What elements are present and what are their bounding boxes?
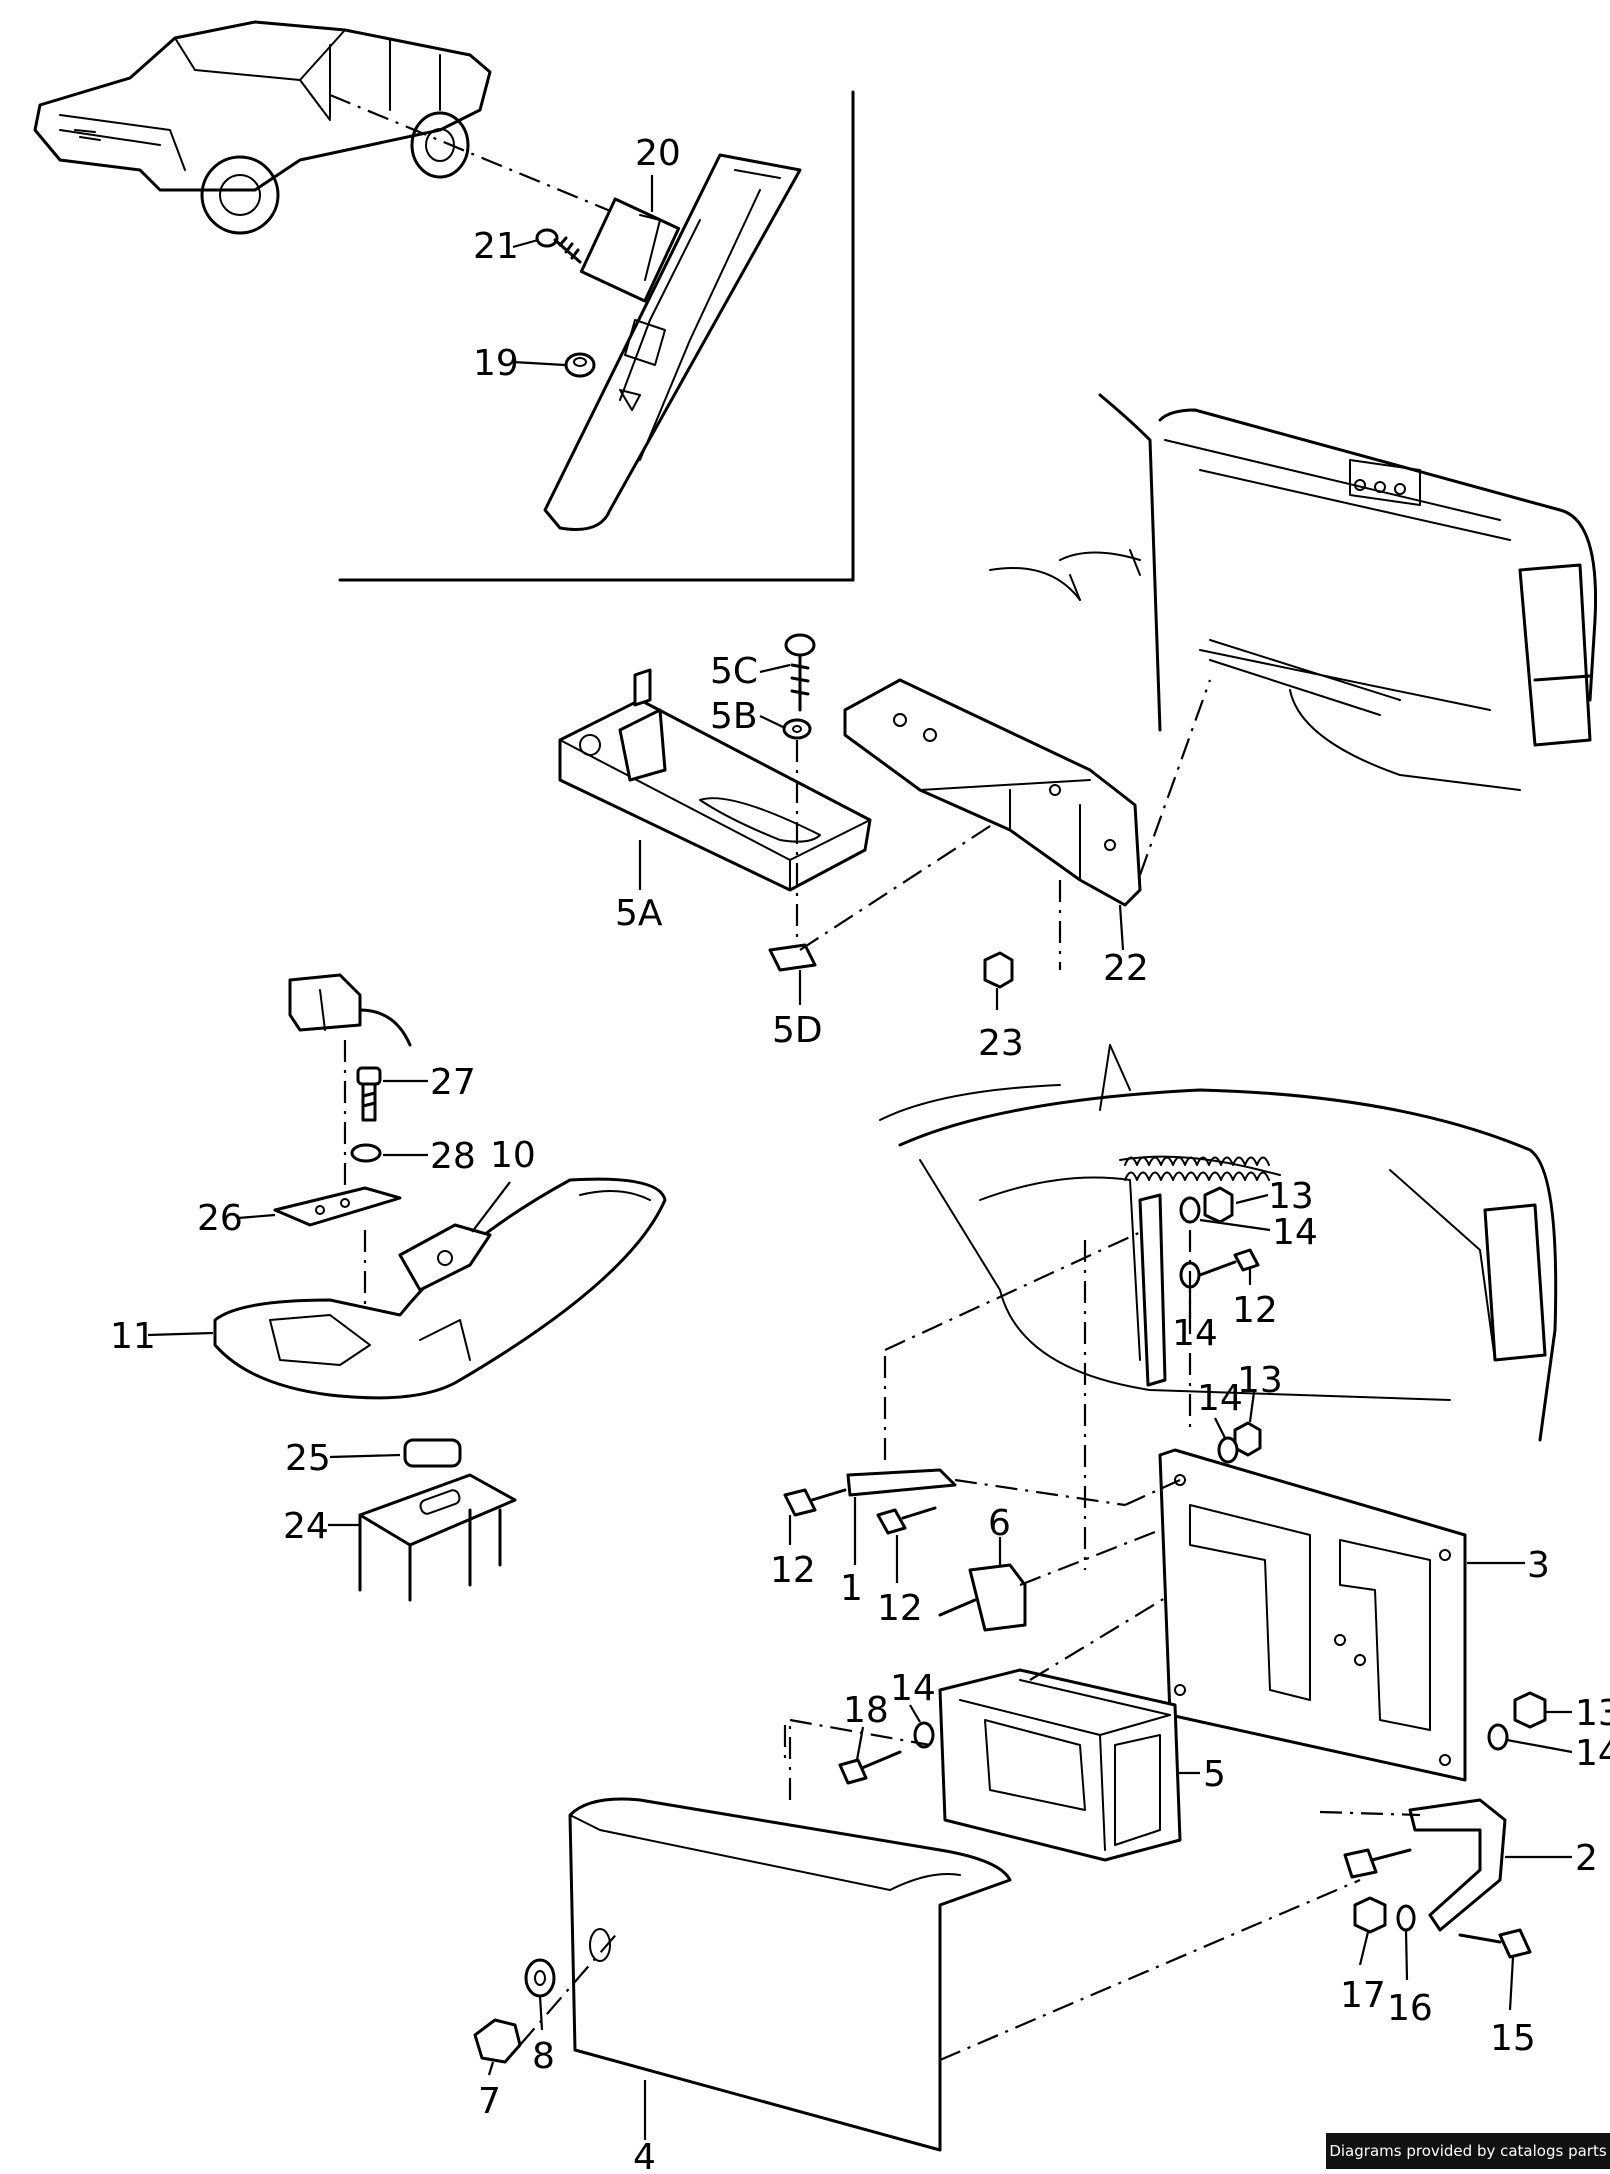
- callout-11: 11: [110, 1316, 156, 1357]
- knob-7-icon: [473, 2018, 522, 2064]
- callout-14-plate: 14: [1197, 1378, 1243, 1419]
- leader-lines: [147, 175, 1573, 2140]
- callout-22: 22: [1103, 948, 1149, 989]
- callout-25: 25: [285, 1438, 331, 1479]
- callout-26: 26: [197, 1198, 243, 1239]
- tray-5a-illustration: [558, 668, 872, 892]
- bumper-6-icon: [938, 1563, 1027, 1632]
- callout-2: 2: [1575, 1838, 1598, 1879]
- callout-20: 20: [635, 133, 681, 174]
- callout-21: 21: [473, 226, 519, 267]
- callout-13-plate: 13: [1237, 1360, 1283, 1401]
- callout-12-left: 12: [770, 1550, 816, 1591]
- bolt-18-icon: [838, 1750, 902, 1785]
- callout-6: 6: [988, 1503, 1011, 1544]
- armrest-11-illustration: [213, 1177, 667, 1400]
- callout-1: 1: [840, 1568, 863, 1609]
- bracket-2-illustration: [1408, 1798, 1507, 1932]
- credit-banner: Diagrams provided by catalogs parts: [1326, 2133, 1610, 2169]
- washer-8-icon: [524, 1958, 556, 1998]
- callout-28: 28: [430, 1136, 476, 1177]
- plate-26-illustration: [273, 1186, 402, 1227]
- callout-5c: 5C: [710, 651, 758, 692]
- callout-17: 17: [1340, 1975, 1386, 2016]
- grommet-19-icon: [564, 352, 596, 378]
- callout-27: 27: [430, 1062, 476, 1103]
- washer-5b-icon: [782, 718, 812, 740]
- bolt-12-icon: [783, 1248, 1260, 1535]
- control-unit-5-illustration: [938, 1668, 1182, 1862]
- callout-5b: 5B: [710, 696, 758, 737]
- callout-23: 23: [978, 1023, 1024, 1064]
- cap-25-icon: [403, 1438, 462, 1468]
- car-illustration: [33, 20, 621, 235]
- callout-8: 8: [532, 2036, 555, 2077]
- callout-5a: 5A: [615, 893, 663, 934]
- callout-12-mid: 12: [877, 1588, 923, 1629]
- callout-15: 15: [1490, 2018, 1536, 2059]
- bracket-24-illustration: [358, 1473, 517, 1602]
- callout-14-unit: 14: [890, 1668, 936, 1709]
- callout-19: 19: [473, 343, 519, 384]
- screw-27-icon: [356, 1066, 382, 1122]
- callout-10: 10: [490, 1135, 536, 1176]
- assembly-lines: [519, 1229, 1421, 2062]
- callout-13-right: 13: [1575, 1693, 1610, 1734]
- callout-18: 18: [843, 1690, 889, 1731]
- screw-21-icon: [535, 228, 582, 264]
- hardware-15-17-icon: [1343, 1848, 1532, 1959]
- clip-5d-icon: [768, 943, 817, 972]
- bracket-22-illustration: [843, 678, 1142, 907]
- callout-5d: 5D: [772, 1010, 823, 1051]
- callout-16: 16: [1387, 1988, 1433, 2029]
- bracket-10-icon: [398, 1223, 492, 1292]
- callout-14-right: 14: [1575, 1733, 1610, 1774]
- bracket-1-illustration: [846, 1468, 957, 1497]
- callout-24: 24: [283, 1506, 329, 1547]
- trunk-upper-illustration: [989, 393, 1598, 791]
- plate-3-illustration: [1158, 1448, 1467, 1782]
- nut-23-icon: [983, 951, 1014, 989]
- screw-5c-icon: [784, 633, 816, 712]
- mounting-strip-illustration: [1138, 1193, 1167, 1387]
- pillar-assembly: [543, 153, 802, 531]
- callout-7: 7: [478, 2081, 501, 2122]
- spring-illustration: [1124, 1156, 1270, 1181]
- callout-5: 5: [1203, 1754, 1226, 1795]
- callout-13-top: 13: [1268, 1176, 1314, 1217]
- callout-labels: 20 21 19 5C 5B 5A 5D 22 23 27 28 10 26 1…: [110, 133, 1610, 2174]
- inset-frame: [338, 90, 855, 582]
- callout-14-top: 14: [1272, 1212, 1318, 1253]
- connector-plug-illustration: [288, 973, 412, 1047]
- callout-12-top: 12: [1232, 1290, 1278, 1331]
- callout-14-mid: 14: [1172, 1313, 1218, 1354]
- nut-13-icon: [1203, 1186, 1547, 1729]
- cover-4-illustration: [568, 1797, 1012, 2152]
- callout-4: 4: [633, 2137, 656, 2169]
- callout-3: 3: [1527, 1545, 1550, 1586]
- washer-28-icon: [350, 1143, 382, 1163]
